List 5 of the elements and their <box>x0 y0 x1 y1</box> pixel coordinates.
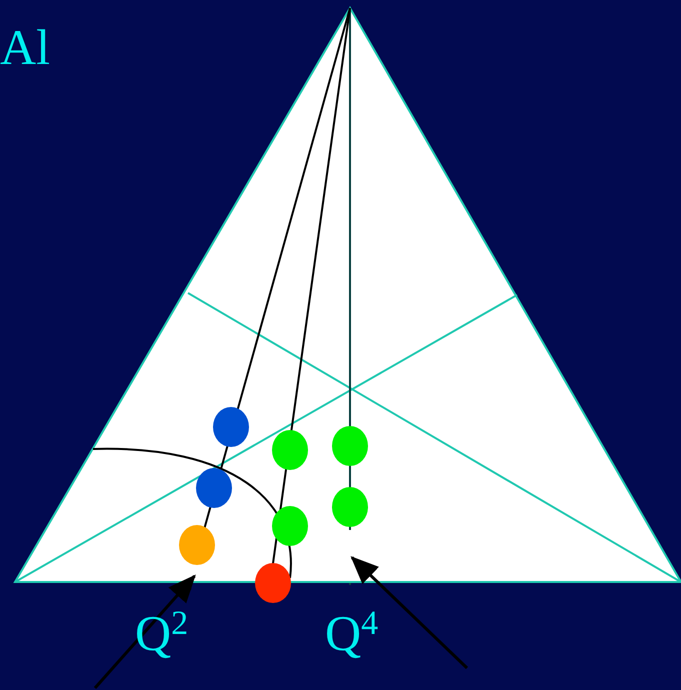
site-label: Q$^{4}$ <box>325 608 378 658</box>
element-label: Al <box>0 22 50 72</box>
arrow <box>94 574 196 689</box>
site-label: Q$^{2}$ <box>135 608 188 658</box>
arrow <box>350 556 468 670</box>
